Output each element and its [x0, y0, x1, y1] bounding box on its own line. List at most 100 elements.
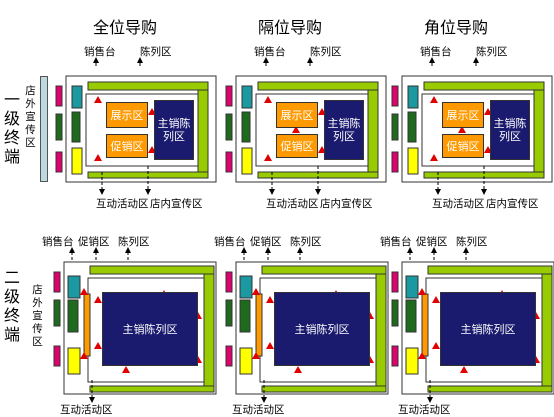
- r2-1-green-strip: [53, 299, 61, 327]
- r2-2-arrow-1: [252, 288, 260, 295]
- row-label-level2: 二级终端: [3, 268, 21, 344]
- r1-2-teal-counter: [241, 85, 253, 109]
- r2-1-arrow-4: [94, 342, 102, 349]
- r2-3-arrow-3: [432, 296, 440, 303]
- r2-2-label-promo-area: 促销区: [250, 236, 282, 248]
- r1-1-magenta-strip-2: [55, 151, 63, 173]
- r2-2-arrow-4: [266, 342, 274, 349]
- r2-3-green-top: [427, 265, 553, 275]
- r2-2-arrow-2: [252, 352, 260, 359]
- r2-2-label-sales-counter: 销售台: [214, 236, 246, 248]
- r2-2-label-interactive: 互动活动区: [232, 404, 285, 416]
- r2-2-arrow-3: [266, 296, 274, 303]
- r1-3-showcase-zone: 展示区: [442, 102, 484, 128]
- r1-2-arrow-2: [264, 154, 272, 161]
- r1-2-label-interactive: 互动活动区: [266, 198, 319, 210]
- r2-1-label-sales-counter: 销售台: [42, 236, 74, 248]
- r1-2-green-rack: [241, 111, 251, 143]
- r2-1-green-rack: [67, 299, 79, 333]
- r1-2-arrow-1: [264, 96, 272, 103]
- r1-2-promo-zone: 促销区: [276, 134, 318, 158]
- r1-1-label-display-area: 陈列区: [140, 46, 172, 58]
- r1-3-green-rack: [407, 111, 417, 143]
- r2-1-arrow-1: [80, 288, 88, 295]
- r2-1-green-top: [89, 265, 215, 275]
- r2-1-main-display-zone: 主销陈列区: [102, 292, 198, 366]
- r1-3-green-top: [423, 81, 545, 91]
- title-full-guide: 全位导购: [93, 18, 158, 37]
- r2-3-arrow-2: [418, 352, 426, 359]
- shopfront-label-row2: 店外宣传区: [31, 284, 44, 349]
- r1-3-label-display-area: 陈列区: [476, 46, 508, 58]
- r2-3-label-display-area: 陈列区: [456, 236, 488, 248]
- r1-3-arrow-1: [430, 96, 438, 103]
- r2-1-green-right: [203, 273, 215, 387]
- r1-3-magenta-strip-2: [391, 151, 399, 173]
- r1-2-magenta-strip: [225, 85, 233, 107]
- r2-1-orange-strip: [83, 293, 91, 357]
- r1-3-yellow-box: [407, 147, 419, 175]
- r1-3-label-sales-counter: 销售台: [420, 46, 452, 58]
- shopfront-pillar: [40, 76, 48, 182]
- shopfront-label-row1-text: 店外宣传区: [25, 85, 36, 149]
- r2-1-green-bottom: [89, 385, 215, 393]
- r2-3-label-sales-counter: 销售台: [380, 236, 412, 248]
- r2-2-teal-counter: [239, 275, 253, 299]
- r1-1-main-display-zone: 主销陈列区: [154, 100, 194, 160]
- r2-1-label-promo-area: 促销区: [78, 236, 110, 248]
- r2-2-green-right: [375, 273, 387, 387]
- r1-1-arrow-1: [94, 96, 102, 103]
- r2-3-yellow-box: [405, 347, 419, 375]
- r1-3-green-strip: [391, 113, 399, 141]
- r1-2-green-strip: [225, 113, 233, 141]
- r2-1-arrow-6: [122, 366, 130, 373]
- r1-2-arrow-6: [292, 126, 300, 133]
- r1-1-yellow-box: [71, 147, 83, 175]
- shopfront-label-row1: 店外宣传区: [24, 85, 37, 150]
- r2-3-arrow-6: [460, 366, 468, 373]
- r2-3-green-right: [541, 273, 553, 387]
- r1-2-label-display-area: 陈列区: [310, 46, 342, 58]
- r1-1-promo-zone: 促销区: [106, 134, 148, 158]
- r2-1-label-display-area: 陈列区: [118, 236, 150, 248]
- r1-3-green-right: [533, 89, 545, 173]
- r1-3-arrow-2: [430, 154, 438, 161]
- r2-1-label-interactive: 互动活动区: [60, 404, 113, 416]
- r1-2-showcase-zone: 展示区: [276, 102, 318, 128]
- r1-2-magenta-strip-2: [225, 151, 233, 173]
- r1-2-yellow-box: [241, 147, 253, 175]
- r2-3-magenta-strip-2: [391, 345, 399, 367]
- r2-2-green-top: [261, 265, 387, 275]
- r2-3-green-rack: [405, 299, 417, 333]
- r1-1-arrow-2: [94, 154, 102, 161]
- r2-1-magenta-strip: [53, 271, 61, 293]
- r2-2-label-display-area: 陈列区: [290, 236, 322, 248]
- r2-2-green-rack: [239, 299, 251, 333]
- r2-2-main-display-zone: 主销陈列区: [274, 292, 370, 366]
- r2-3-green-bottom: [427, 385, 553, 393]
- r1-3-arrow-6: [458, 126, 466, 133]
- r2-3-green-strip: [391, 299, 399, 327]
- r2-2-green-bottom: [261, 385, 387, 393]
- r2-1-arrow-2: [80, 352, 88, 359]
- r2-3-label-promo-area: 促销区: [416, 236, 448, 248]
- r1-3-teal-counter: [407, 85, 419, 109]
- r1-1-label-interactive: 互动活动区: [96, 198, 149, 210]
- r1-1-label-instore: 店内宣传区: [150, 198, 203, 210]
- r2-3-main-display-zone: 主销陈列区: [440, 292, 536, 366]
- r1-3-label-interactive: 互动活动区: [432, 198, 485, 210]
- r1-1-green-top: [87, 81, 209, 91]
- row-label-level1: 一级终端: [3, 90, 21, 166]
- row-label-level1-text: 一级终端: [3, 90, 20, 166]
- r2-3-label-interactive: 互动活动区: [398, 404, 451, 416]
- r1-1-magenta-strip: [55, 85, 63, 107]
- r2-3-arrow-4: [432, 342, 440, 349]
- r2-1-arrow-3: [94, 296, 102, 303]
- r1-2-green-top: [257, 81, 379, 91]
- r2-3-orange-strip: [421, 293, 429, 357]
- r2-3-teal-counter: [405, 275, 419, 299]
- r1-3-promo-zone: 促销区: [442, 134, 484, 158]
- r1-1-green-right: [197, 89, 209, 173]
- r1-1-showcase-zone: 展示区: [106, 102, 148, 128]
- r1-1-green-rack: [71, 111, 81, 143]
